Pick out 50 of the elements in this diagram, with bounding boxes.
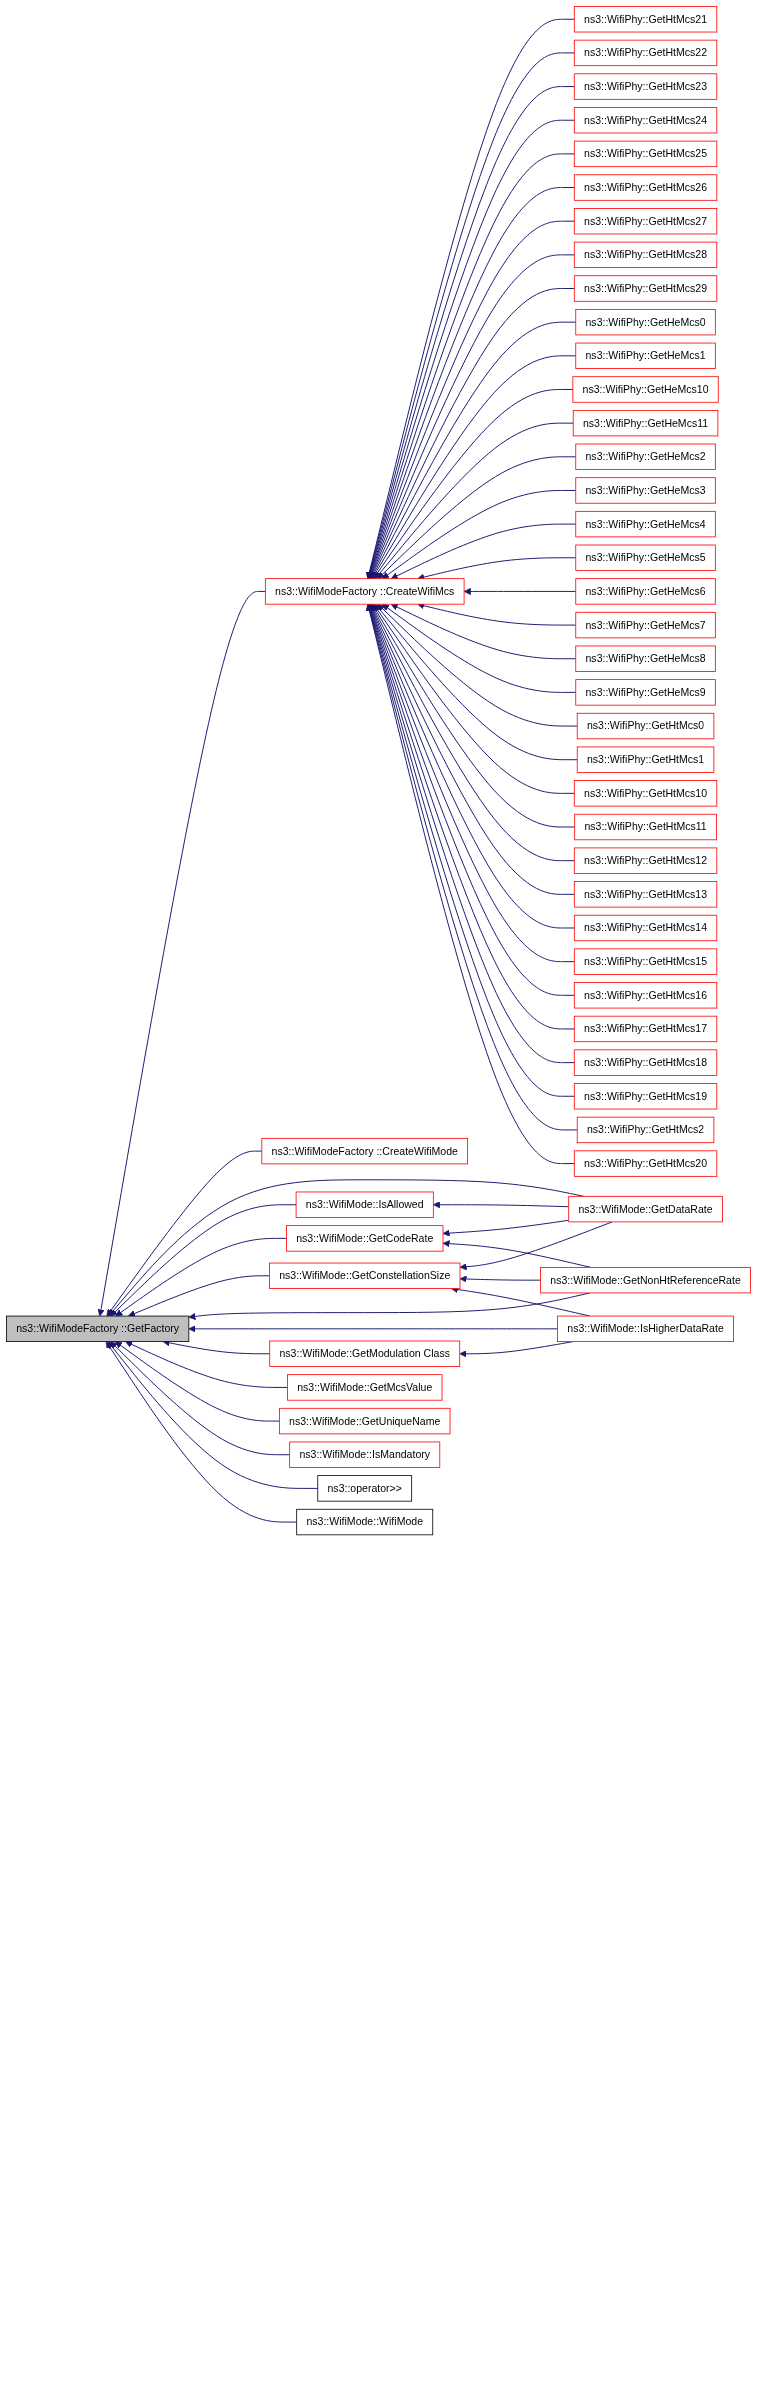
node-box: ns3::WifiPhy::GetHeMcs8 — [575, 645, 716, 672]
node-box: ns3::WifiPhy::GetHtMcs24 — [573, 107, 718, 134]
node-box: ns3::WifiPhy::GetHeMcs10 — [572, 376, 719, 403]
node-box: ns3::WifiPhy::GetHeMcs1 — [575, 342, 716, 369]
node-box: ns3::WifiMode::IsMandatory — [289, 1441, 441, 1468]
node-box: ns3::WifiPhy::GetHtMcs2 — [576, 1116, 715, 1144]
node-box: ns3::WifiPhy::GetHtMcs15 — [573, 948, 718, 975]
node-box: ns3::WifiPhy::GetHeMcs9 — [575, 679, 716, 706]
node-box: ns3::WifiModeFactory ::CreateWifiMode — [261, 1137, 468, 1165]
node-box: ns3::WifiPhy::GetHtMcs16 — [573, 982, 718, 1009]
node-box: ns3::WifiPhy::GetHtMcs19 — [573, 1083, 718, 1110]
node-box: ns3::WifiMode::GetMcsValue — [287, 1374, 443, 1401]
node-box: ns3::WifiPhy::GetHtMcs11 — [574, 813, 717, 841]
node-box: ns3::WifiPhy::GetHtMcs23 — [573, 73, 718, 100]
node-box: ns3::WifiMode::GetDataRate — [568, 1195, 723, 1223]
node-box: ns3::WifiPhy::GetHtMcs0 — [576, 712, 715, 740]
node-box: ns3::WifiPhy::GetHtMcs26 — [573, 174, 718, 201]
node-box: ns3::operator>> — [317, 1475, 413, 1502]
node-box: ns3::WifiPhy::GetHtMcs18 — [573, 1049, 718, 1076]
node-box: ns3::WifiPhy::GetHtMcs20 — [573, 1150, 718, 1177]
node-box: ns3::WifiPhy::GetHeMcs4 — [575, 510, 716, 538]
node-box: ns3::WifiMode::GetUniqueName — [279, 1407, 451, 1435]
node-box: ns3::WifiPhy::GetHtMcs1 — [576, 746, 715, 773]
node-box: ns3::WifiModeFactory ::CreateWifiMcs — [264, 578, 465, 605]
node-box: ns3::WifiPhy::GetHtMcs27 — [573, 208, 718, 235]
node-box: ns3::WifiMode::GetNonHtReferenceRate — [540, 1267, 751, 1294]
node-box: ns3::WifiPhy::GetHtMcs13 — [573, 881, 718, 908]
node-box: ns3::WifiPhy::GetHtMcs25 — [573, 140, 718, 168]
node-box: ns3::WifiPhy::GetHeMcs3 — [575, 477, 716, 504]
node-box: ns3::WifiMode::GetCodeRate — [286, 1225, 444, 1252]
node-box: ns3::WifiPhy::GetHtMcs10 — [573, 780, 718, 807]
node-box: ns3::WifiPhy::GetHeMcs2 — [575, 443, 716, 470]
node-box: ns3::WifiPhy::GetHtMcs21 — [573, 6, 718, 33]
node-box: ns3::WifiPhy::GetHtMcs28 — [573, 241, 718, 269]
node-box: ns3::WifiPhy::GetHtMcs29 — [573, 275, 718, 302]
node-box: ns3::WifiModeFactory ::GetFactory — [6, 1315, 190, 1342]
node-box: ns3::WifiMode::GetConstellationSize — [269, 1262, 461, 1289]
node-box: ns3::WifiPhy::GetHtMcs12 — [573, 847, 718, 874]
node-box: ns3::WifiPhy::GetHtMcs14 — [573, 914, 718, 942]
node-box: ns3::WifiMode::IsHigherDataRate — [557, 1315, 734, 1342]
node-box: ns3::WifiPhy::GetHtMcs17 — [573, 1015, 718, 1043]
node-box: ns3::WifiPhy::GetHeMcs0 — [575, 309, 716, 336]
node-box: ns3::WifiMode::WifiMode — [296, 1508, 434, 1536]
node-box: ns3::WifiPhy::GetHeMcs5 — [575, 544, 716, 571]
node-box: ns3::WifiMode::IsAllowed — [295, 1191, 434, 1218]
node-box: ns3::WifiPhy::GetHeMcs6 — [575, 578, 716, 605]
node-box: ns3::WifiMode::GetModulation Class — [269, 1340, 461, 1367]
node-box: ns3::WifiPhy::GetHtMcs22 — [573, 39, 718, 67]
node-box: ns3::WifiPhy::GetHeMcs7 — [575, 611, 716, 639]
node-box: ns3::WifiPhy::GetHeMcs11 — [572, 409, 719, 437]
